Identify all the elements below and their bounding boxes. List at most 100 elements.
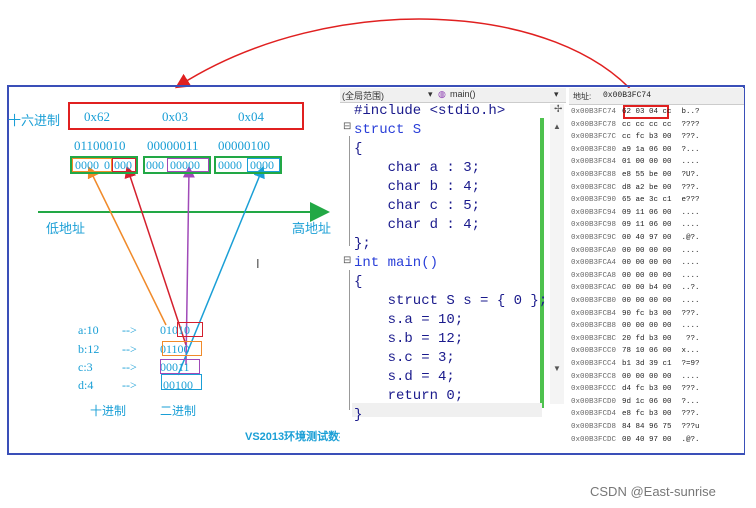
change-bar [540,118,544,408]
memory-row-address: 0x00B3FCB8 [571,322,617,331]
memory-row-address: 0x00B3FCB4 [571,309,617,318]
memory-row-bytes: 00 00 00 00 [622,297,672,305]
assign-c-name: c:3 [78,360,93,374]
hex-value-1: 0x03 [162,109,188,124]
assign-a-bin: 01010 [160,323,190,337]
arrow-a [87,165,167,326]
code-line-12: s.a = 10; [354,312,464,328]
memory-row-address: 0x00B3FCC0 [571,347,617,356]
memory-row-ascii: .... [681,271,700,280]
hex-box [68,102,304,130]
scope-dropdown-chevron-icon[interactable]: ▾ [428,89,433,99]
horizontal-scrollbar[interactable] [352,403,542,417]
assign-c-box [160,359,200,374]
assign-c-arrow: --> [122,360,137,374]
watermark: CSDN @East-sunrise [590,484,716,499]
memory-row-ascii: e??? [681,196,700,205]
cell-1-part-0: 000 [146,158,164,172]
memory-row-ascii: ???u [681,423,700,431]
address-input[interactable]: 0x00B3FC74 [603,91,652,100]
memory-row-bytes: cc fc b3 00 [622,133,672,142]
scroll-down-icon[interactable]: ▼ [553,364,561,373]
memory-row-address: 0x00B3FCD8 [571,423,617,431]
memory-row-ascii: ???. [681,133,700,142]
arrow-b [124,165,187,346]
cell-2-part-0: 0000 [218,158,242,172]
function-dropdown-chevron-icon[interactable]: ▾ [554,89,559,99]
memory-row-address: 0x00B3FC94 [571,208,617,217]
code-line-2: struct S [354,122,422,138]
editor-scrollbar[interactable]: ✢ ▲ ▼ [550,104,564,404]
memory-row-address: 0x00B3FCC4 [571,360,617,368]
field-c-slot [167,158,209,172]
binary-byte-0: 01100010 [74,138,126,153]
binary-label: 二进制 [160,404,197,418]
memory-row-bytes: d4 fc b3 00 [622,385,672,394]
arrow-d [177,165,265,376]
high-address-label: 高地址 [292,221,332,236]
memory-row-address: 0x00B3FCBC [571,334,617,343]
memory-row-bytes: 00 00 00 00 [622,271,672,280]
memory-row-address: 0x00B3FCA4 [571,259,617,268]
collapse-main-icon[interactable]: ⊟ [343,255,352,266]
hex-label: 十六进制 [8,113,61,128]
memory-row-bytes: 90 fc b3 00 [622,309,672,318]
memory-row-bytes: 00 40 97 00 [622,435,672,444]
memory-row-ascii: ???. [681,385,700,394]
memory-highlight-box [623,105,669,119]
memory-row-bytes: 78 10 06 00 [622,347,672,356]
memory-row-ascii: ???. [681,309,700,318]
code-line-15: s.d = 4; [354,369,455,385]
memory-row-ascii: .... [681,259,700,268]
memory-row-ascii: ?=9? [681,360,700,368]
assign-b-arrow: --> [122,342,137,356]
memory-row-ascii: .... [681,372,700,381]
split-icon[interactable]: ✢ [554,104,563,115]
code-editor[interactable]: (全局范围) ▾ ◍ main() ▾ ✢ ▲ ▼ ⊟ ⊟ #include <… [340,88,566,453]
memory-row-bytes: 09 11 06 00 [622,221,672,230]
scope-dropdown[interactable]: (全局范围) [342,91,384,101]
code-line-1: #include <stdio.h> [354,103,506,119]
memory-row-ascii: ?... [681,145,700,154]
cell-0-part-1: 0 [104,158,110,172]
collapse-struct-icon[interactable]: ⊟ [343,121,352,132]
assign-d-name: d:4 [78,378,94,392]
code-line-17: } [354,407,363,423]
code-line-14: s.c = 3; [354,350,455,366]
assign-a-box [177,322,203,337]
assign-b-name: b:12 [78,342,100,356]
memory-row-address: 0x00B3FC74 [571,108,617,116]
memory-row-address: 0x00B3FCAC [571,284,617,293]
memory-row-address: 0x00B3FCC8 [571,372,617,381]
scroll-up-icon[interactable]: ▲ [553,122,561,131]
memory-row-address: 0x00B3FC78 [571,120,617,129]
assign-d-bin: 00100 [163,378,193,392]
memory-row-bytes: cc cc cc cc [622,120,672,129]
binary-byte-1: 00000011 [147,138,199,153]
code-line-4: char a : 3; [354,160,481,176]
memory-row: 0x00B3FCB4 90 fc b3 00???. [571,310,700,318]
code-line-10: { [354,274,363,290]
code-line-11: struct S s = { 0 }; [354,293,548,309]
memory-row-bytes: b1 3d 39 c1 [622,360,672,368]
function-dropdown[interactable]: main() [450,89,476,99]
memory-row-ascii: b..? [681,108,700,116]
memory-row-address: 0x00B3FCA8 [571,271,617,280]
assign-a-name: a:10 [78,323,99,337]
memory-row-bytes: 00 00 00 00 [622,259,672,268]
assign-a-arrow: --> [122,323,137,337]
memory-row-address: 0x00B3FC90 [571,196,617,205]
code-line-3: { [354,141,363,157]
